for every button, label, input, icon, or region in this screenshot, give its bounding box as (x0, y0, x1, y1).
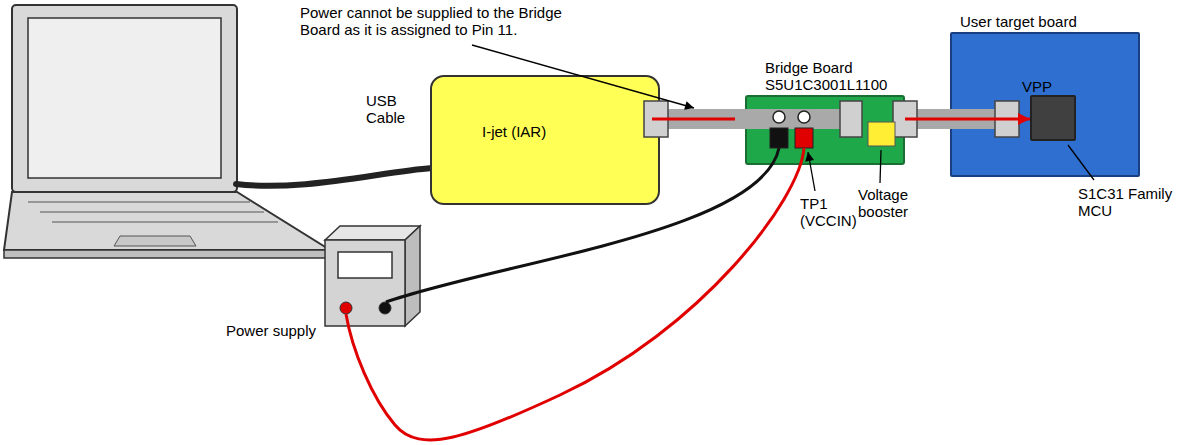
usb-cable (236, 168, 432, 186)
laptop-base (4, 192, 330, 250)
power-supply-top (325, 226, 420, 240)
power-supply-side (405, 226, 420, 326)
test-pin (773, 111, 785, 123)
leader-line (472, 45, 694, 108)
cable-connector (840, 101, 862, 137)
part-label: Voltage booster (858, 186, 932, 221)
part-label: Power supply (226, 322, 316, 339)
laptop-screen (28, 18, 221, 178)
power-wire (346, 148, 804, 440)
signal-name: VPP (1022, 78, 1052, 95)
power-supply-display (338, 252, 392, 278)
tp1-terminal (795, 128, 813, 148)
leader-line (880, 150, 881, 183)
keyboard-row (52, 221, 278, 222)
negative-terminal (379, 302, 391, 314)
laptop-keyboard (28, 202, 278, 222)
test-pin (798, 111, 810, 123)
laptop-lid (12, 5, 237, 192)
board-heading: User target board (960, 13, 1077, 30)
box-label: I-jet (IAR) (482, 123, 546, 140)
voltage-booster (868, 122, 895, 146)
target-board: S1C31 Family MCUUser target board (950, 32, 1140, 177)
power-arrow (905, 118, 1030, 121)
positive-terminal (340, 302, 352, 314)
power-supply-front (325, 240, 405, 326)
pin11-line (652, 118, 735, 121)
board-heading: Bridge Board S5U1C3001L1100 (765, 59, 893, 94)
debugger-box: I-jet (IAR) (430, 75, 660, 205)
ribbon-cable (745, 109, 842, 129)
board-heading: S1C31 Family MCU (1078, 185, 1182, 220)
laptop-touchpad (114, 236, 196, 246)
keyboard-row (28, 201, 250, 202)
mcu-chip: S1C31 Family MCU (1030, 95, 1076, 141)
gnd-terminal (770, 128, 788, 148)
leader-line (1068, 145, 1094, 180)
laptop-base-edge (4, 250, 330, 258)
keyboard-row (40, 211, 264, 212)
note-text: Power cannot be supplied to the Bridge B… (300, 4, 588, 39)
cable-label: USB Cable (366, 92, 428, 127)
leader-line (808, 152, 815, 191)
